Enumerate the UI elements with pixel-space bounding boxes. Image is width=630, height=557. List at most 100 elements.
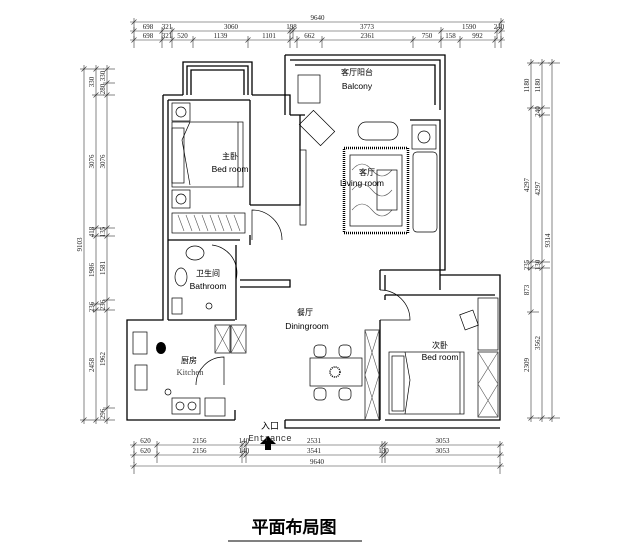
- right-total-dimension-label: 9314: [544, 233, 552, 248]
- dimension-slash: [290, 28, 296, 34]
- tv-cabinet: [299, 149, 307, 226]
- dimension-slash: [169, 37, 175, 43]
- master-bedroom-furniture: [171, 102, 283, 241]
- kitchen-fixtures: [132, 324, 247, 417]
- light-fixture-icon: [205, 302, 213, 310]
- dimension-slash: [379, 452, 385, 458]
- door-swing: [211, 244, 238, 281]
- top-total-dimension-label: 9640: [311, 14, 326, 22]
- wardrobe-hatch: [177, 214, 241, 232]
- flower-vase: [329, 366, 341, 378]
- dimension-slash: [104, 405, 110, 411]
- dimension-slash: [287, 28, 293, 34]
- right-dimension-row2-label: 130: [534, 259, 542, 270]
- washing-machine: [297, 74, 321, 104]
- right-dimension-row1-label: 1180: [523, 78, 531, 92]
- left-dimension-row1-label: 418: [88, 226, 96, 237]
- left-dimension-row1-label: 236: [88, 301, 96, 312]
- chair: [338, 344, 352, 358]
- bottom-dimension-row2-label: 130: [378, 447, 389, 455]
- rug-inner: [349, 154, 403, 227]
- dimension-slash: [492, 37, 498, 43]
- top-dimension-row2-label: 750: [422, 32, 433, 40]
- bottom-dimension-row1-label: 2531: [307, 437, 322, 445]
- door-swing: [195, 356, 225, 386]
- dining-room-label-cn: 餐厅: [297, 308, 313, 317]
- dimension-slash: [131, 37, 137, 43]
- dimension-slash: [81, 66, 87, 72]
- kitchen-label-cn: 厨房: [181, 355, 197, 365]
- dimension-slash: [131, 452, 137, 458]
- dimension-slash: [93, 92, 99, 98]
- dimension-slash: [93, 417, 99, 423]
- dimension-slash: [549, 60, 555, 66]
- entrance-arrow-icon: [260, 436, 276, 450]
- dimension-slash: [159, 37, 165, 43]
- top-dimension-row2-label: 662: [304, 32, 315, 40]
- dimension-slash: [131, 442, 137, 448]
- living-room-label-cn: 客厅: [359, 167, 375, 177]
- left-dimension-row2-label: 3076: [99, 154, 107, 169]
- wall-master-bedroom-inner: [167, 99, 251, 245]
- left-dimension-row1-label: 330: [88, 76, 96, 87]
- armchair: [357, 121, 399, 141]
- office-chair: [459, 309, 479, 331]
- dimension-slash: [131, 463, 137, 469]
- left-total-dimension-label: 9103: [76, 237, 84, 252]
- drainer: [134, 364, 148, 391]
- plan-title: 平面布局图: [252, 517, 337, 538]
- dining-furniture: [309, 289, 411, 421]
- second-bedroom-label-en: Bed room: [422, 352, 459, 362]
- right-dimension-row1-label: 873: [523, 284, 531, 295]
- wall-balcony: [284, 54, 446, 115]
- left-dimension-row1-label: 2458: [88, 358, 96, 373]
- bin: [164, 388, 172, 396]
- pillow: [171, 127, 185, 184]
- bottom-dimension-row2-label: 3053: [436, 447, 451, 455]
- right-dimension-row2-label: 4297: [534, 181, 542, 196]
- dimension-slash: [382, 452, 388, 458]
- door-swing: [379, 289, 411, 321]
- oven: [204, 397, 226, 417]
- top-dimension-row1-label: 3060: [224, 23, 239, 31]
- lamp-icon: [175, 106, 187, 118]
- dimension-slash: [294, 37, 300, 43]
- top-dimension-row1-label: 240: [494, 23, 505, 31]
- lamp-icon: [417, 130, 431, 144]
- top-dimension-row2-label: 1139: [214, 32, 228, 40]
- dimension-slash: [528, 259, 534, 265]
- toilet: [174, 267, 188, 287]
- left-dimension-row2-label: 1581: [99, 261, 107, 276]
- bottom-dimension-row1-label: 140: [239, 437, 250, 445]
- living-room-label-en: Living room: [340, 178, 384, 188]
- dimension-slash: [104, 233, 110, 239]
- dimension-slash: [539, 265, 545, 271]
- dimension-slash: [131, 19, 137, 25]
- top-dimension-row1-label: 3773: [360, 23, 375, 31]
- bottom-dimension-row2-label: 3541: [307, 447, 322, 455]
- dimension-slash: [104, 66, 110, 72]
- bed-sheet: [181, 121, 239, 187]
- wardrobe: [477, 351, 499, 418]
- left-dimension-row2-label: 1962: [99, 352, 107, 367]
- entrance-label-cn: 入口: [261, 421, 279, 431]
- top-dimension-row2-label: 2361: [361, 32, 376, 40]
- left-dimension-row2-label: 135: [99, 226, 107, 237]
- sideboard-cross: [364, 329, 380, 421]
- wall-bottom: [234, 410, 500, 429]
- dimension-slash: [410, 37, 416, 43]
- corner-cabinet: [298, 109, 336, 147]
- dimension-slash: [93, 233, 99, 239]
- dimension-slash: [104, 225, 110, 231]
- walls: [126, 54, 501, 429]
- sink: [185, 245, 205, 261]
- top-dimension-row1-label: 321: [162, 23, 173, 31]
- pillow: [391, 355, 405, 412]
- sideboard: [364, 329, 380, 421]
- right-dimension-row1-label: 2309: [523, 358, 531, 373]
- top-dimension-row2-label: 158: [445, 32, 456, 40]
- dimension-slash: [528, 309, 534, 315]
- top-dimension-row1-label: 698: [143, 23, 154, 31]
- bottom-dimension-row2-label: 620: [140, 447, 151, 455]
- dimension-slash: [498, 28, 504, 34]
